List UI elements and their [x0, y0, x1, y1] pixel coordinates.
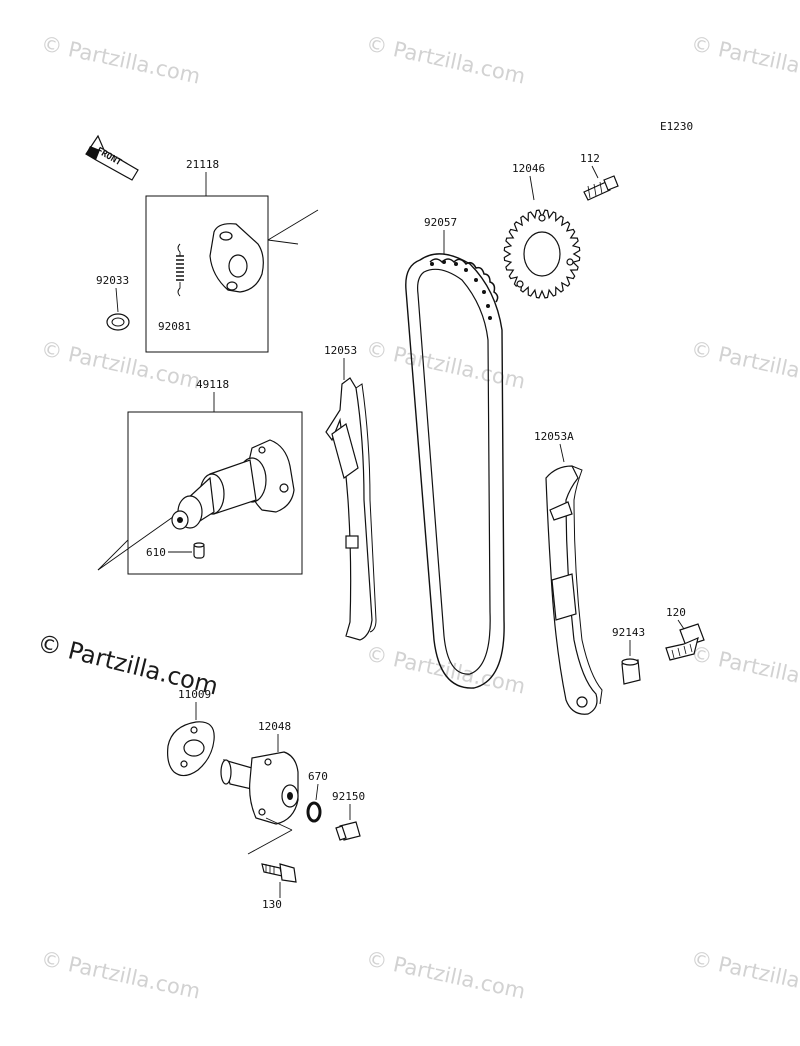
collar-icon — [621, 658, 641, 685]
watermark: © Partzilla.com — [39, 946, 203, 1003]
sprocket-bolt-hole — [538, 214, 546, 222]
decompressor-weight-icon — [209, 223, 264, 293]
part-label-11009[interactable]: 11009 — [178, 688, 211, 701]
part-label-12053A[interactable]: 12053A — [534, 430, 574, 443]
part-92143-group[interactable]: 92143 — [612, 626, 645, 685]
part-92057-group[interactable]: 92057 — [405, 216, 505, 689]
spring-icon — [176, 243, 184, 297]
diagram-code: E1230 — [660, 120, 693, 133]
watermark: © Partzilla.com — [689, 641, 800, 698]
part-label-12048[interactable]: 12048 — [258, 720, 291, 733]
part-11009-group[interactable]: 11009 — [167, 688, 215, 777]
part-label-92081[interactable]: 92081 — [158, 320, 191, 333]
part-12053A-group[interactable]: 12053A — [534, 430, 603, 715]
part-label-112[interactable]: 112 — [580, 152, 600, 165]
part-label-12053[interactable]: 12053 — [324, 344, 357, 357]
part-label-610[interactable]: 610 — [146, 546, 166, 559]
chain-tensioner-icon — [220, 751, 299, 825]
part-label-120[interactable]: 120 — [666, 606, 686, 619]
circlip-icon — [106, 313, 130, 331]
part-label-92033[interactable]: 92033 — [96, 274, 129, 287]
part-21118-group[interactable]: 21118 — [145, 158, 319, 353]
sprocket-bolt-hole — [516, 280, 524, 288]
front-arrow-icon: FRONT — [85, 134, 139, 181]
pin-icon — [193, 542, 205, 559]
part-610-group[interactable]: 610 — [146, 542, 205, 559]
part-130-group[interactable]: 130 — [261, 863, 297, 911]
bolt-icon — [665, 623, 705, 661]
sprocket-bolt-hole — [566, 258, 574, 266]
part-49118-group[interactable]: 49118 — [97, 378, 303, 575]
bolt-icon — [583, 175, 619, 201]
cam-chain-icon — [405, 253, 505, 689]
part-label-670[interactable]: 670 — [308, 770, 328, 783]
part-12048-group[interactable]: 12048 — [220, 720, 299, 855]
o-ring-icon — [306, 801, 322, 823]
part-label-92057[interactable]: 92057 — [424, 216, 457, 229]
part-670-group[interactable]: 670 — [306, 770, 328, 823]
watermark: © Partzilla.com — [39, 31, 203, 88]
watermark: © Partzilla.com — [364, 946, 528, 1003]
part-120-group[interactable]: 120 — [665, 606, 705, 661]
part-12053-group[interactable]: 12053 — [324, 344, 377, 641]
watermark: © Partzilla.com — [39, 336, 203, 393]
watermark: © Partzilla.com — [364, 31, 528, 88]
part-92150-group[interactable]: 92150 — [332, 790, 365, 841]
part-label-130[interactable]: 130 — [262, 898, 282, 911]
watermark: © Partzilla.com — [689, 336, 800, 393]
part-label-49118[interactable]: 49118 — [196, 378, 229, 391]
part-92081-group[interactable]: 92081 — [158, 320, 191, 333]
part-label-21118[interactable]: 21118 — [186, 158, 219, 171]
part-label-12046[interactable]: 12046 — [512, 162, 545, 175]
part-label-92150[interactable]: 92150 — [332, 790, 365, 803]
part-112-group[interactable]: 112 — [580, 152, 619, 201]
chain-guide-rear-icon — [545, 465, 603, 715]
sprocket-hub — [523, 231, 561, 277]
part-label-92143[interactable]: 92143 — [612, 626, 645, 639]
cam-sprocket-icon — [503, 209, 581, 299]
part-12046-group[interactable]: 12046 — [503, 162, 581, 299]
watermark: © Partzilla.com — [689, 31, 800, 88]
watermark: © Partzilla.com — [689, 946, 800, 1003]
part-92033-group[interactable]: 92033 — [96, 274, 130, 331]
gasket-icon — [167, 721, 215, 777]
watermarks: © Partzilla.com © Partzilla.com © Partzi… — [35, 31, 800, 1003]
bolt-icon — [335, 821, 361, 841]
bolt-icon — [261, 863, 297, 883]
chain-guide-icon — [325, 377, 377, 641]
camshaft-icon — [171, 439, 295, 530]
